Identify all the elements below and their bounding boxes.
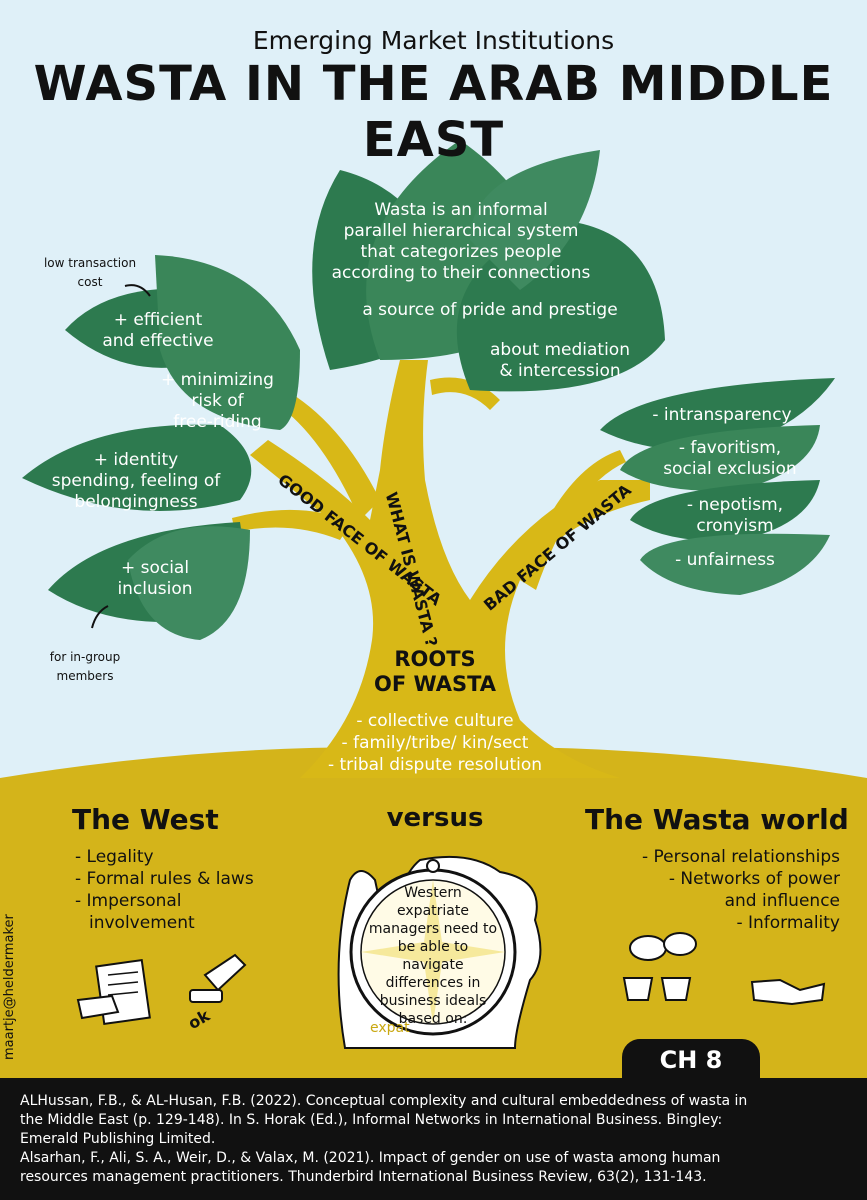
bad-leaf-line: social exclusion (663, 459, 797, 479)
wasta-item: - Informality (736, 913, 840, 933)
mediation-block: about mediation & intercession (470, 340, 650, 382)
stamp-icon (189, 953, 247, 1003)
roots-title-line: ROOTS (394, 647, 476, 671)
good-leaf-3: + identity spending, feeling of belongin… (36, 450, 236, 513)
roots-title-line: OF WASTA (373, 672, 497, 696)
west-item: involvement (89, 913, 195, 933)
definition-line: that categorizes people (360, 242, 562, 262)
branch-left-upper (270, 388, 380, 520)
bad-leaf-1: - intransparency (652, 405, 792, 425)
good-leaf-line: + identity (93, 450, 179, 470)
chapter-badge: CH 8 (622, 1039, 760, 1079)
reference-line: ALHussan, F.B., & AL-Husan, F.B. (2022).… (20, 1093, 748, 1109)
good-leaf-1: + efficient and effective (88, 310, 228, 352)
west-item: - Formal rules & laws (75, 869, 254, 889)
roots-item: - tribal dispute resolution (327, 755, 543, 775)
good-leaf-line: risk of (191, 391, 244, 411)
definition-line: Wasta is an informal (374, 200, 548, 220)
west-list: - Legality - Formal rules & laws - Imper… (75, 846, 305, 934)
arrow-low-cost (124, 284, 151, 297)
dial-line: based on: (398, 1011, 468, 1027)
leaf-bad-4 (640, 533, 830, 595)
good-leaf-2: + minimizing risk of free-riding (155, 370, 280, 433)
arrow-in-group (91, 605, 109, 629)
compass-star (361, 880, 505, 1024)
good-leaf-line: + efficient (113, 310, 203, 330)
branch-left-lower (232, 509, 352, 540)
branch-center (430, 377, 500, 410)
good-leaf-line: + social (120, 558, 190, 578)
wasta-item: - Personal relationships (642, 847, 840, 867)
definition-line: parallel hierarchical system (343, 221, 579, 241)
bad-leaf-3: - nepotism, cronyism (660, 495, 810, 537)
page-title: WASTA IN THE ARAB MIDDLE EAST (33, 56, 834, 168)
note-line: low transaction (43, 256, 137, 270)
roots-item: - collective culture (356, 711, 514, 731)
trunk (250, 360, 650, 778)
leaf-bad-1 (600, 378, 835, 451)
wasta-item: and influence (724, 891, 840, 911)
reference-line: Alsarhan, F., Ali, S. A., Weir, D., & Va… (20, 1150, 721, 1166)
good-leaf-line: and effective (102, 331, 214, 351)
dial-line: managers need to (368, 921, 498, 937)
leaf-good-5 (128, 526, 250, 640)
good-leaf-line: belongingness (74, 492, 198, 512)
wasta-world-title: The Wasta world (585, 803, 849, 836)
dial-knob (426, 859, 440, 873)
leaf-definition-top (470, 150, 600, 290)
references-panel: ALHussan, F.B., & AL-Husan, F.B. (2022).… (0, 1078, 867, 1200)
definition-block: Wasta is an informal parallel hierarchic… (296, 200, 626, 284)
leaf-bad-3 (630, 480, 820, 541)
author-credit: maartje@heldermaker (2, 914, 17, 1060)
bad-leaf-line: cronyism (696, 516, 774, 536)
subtitle: Emerging Market Institutions (252, 26, 615, 55)
note-line: members (56, 669, 114, 683)
roots-title: ROOTS OF WASTA (340, 647, 530, 697)
branch-right (520, 450, 626, 590)
reference-line: the Middle East (p. 129-148). In S. Hora… (20, 1112, 723, 1128)
document-handshake-icon (76, 958, 151, 1026)
wasta-world-list: - Personal relationships - Networks of p… (590, 846, 840, 934)
bad-leaf-2: - favoritism, social exclusion (640, 438, 820, 480)
note-line: cost (77, 275, 103, 289)
hand-label: expat (370, 1020, 410, 1036)
coffee-cups-icon (622, 932, 697, 1001)
bad-leaf-line: - favoritism, (678, 438, 782, 458)
leaf-good-2 (155, 255, 300, 430)
wasta-item: - Networks of power (668, 869, 840, 889)
dial-line: business ideals (379, 993, 487, 1009)
reference-line: Emerald Publishing Limited. (20, 1131, 216, 1147)
west-item: - Legality (75, 847, 154, 867)
note-line: for in-group (49, 650, 121, 664)
good-leaf-line: + minimizing (161, 370, 274, 390)
dial-line: Western (404, 885, 462, 901)
west-item: - Impersonal (75, 891, 182, 911)
good-leaf-line: spending, feeling of (51, 471, 221, 491)
intercession-line: & intercession (499, 361, 621, 381)
definition-line: according to their connections (331, 263, 591, 283)
roots-item: - family/tribe/ kin/sect (341, 733, 529, 753)
good-leaf-line: inclusion (117, 579, 193, 599)
dial-text: Western expatriate managers need to be a… (368, 884, 498, 1028)
dial-line: differences in (385, 975, 481, 991)
good-leaf-line: free-riding (173, 412, 262, 432)
bad-leaf-4: - unfairness (675, 550, 775, 570)
note-low-cost: low transaction cost (30, 254, 150, 292)
bad-leaf-line: - nepotism, (686, 495, 784, 515)
note-in-group: for in-group members (30, 648, 140, 686)
prestige-line: a source of pride and prestige (362, 300, 618, 320)
dial-line: be able to navigate (397, 939, 469, 973)
mediation-line: about mediation (490, 340, 630, 360)
dial-line: expatriate (397, 903, 469, 919)
roots-list: - collective culture - family/tribe/ kin… (300, 710, 570, 776)
handshake-icon (750, 978, 826, 1006)
west-title: The West (72, 803, 219, 836)
reference-line: resources management practitioners. Thun… (20, 1169, 707, 1185)
versus-label: versus (386, 803, 484, 833)
good-leaf-4: + social inclusion (95, 558, 215, 600)
leaf-bad-2 (620, 425, 820, 491)
leaf-good-3 (22, 424, 252, 511)
